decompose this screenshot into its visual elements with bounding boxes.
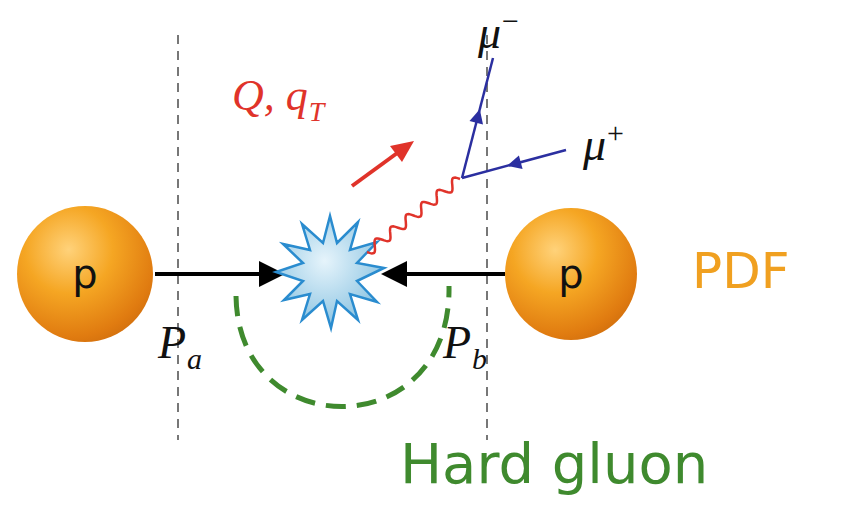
photon-line [367,178,460,254]
arrow-head [470,109,484,124]
particle-label: p [558,254,583,294]
proton-sphere: p [17,206,153,342]
charge-sign: + [607,118,624,148]
muon-line [462,58,493,178]
muon-symbol: μ [583,122,606,168]
kinematics-label: Q, q [232,74,308,118]
cut-line [177,35,179,440]
particle-label: p [72,254,97,294]
subscript: b [472,344,487,374]
pdf-label: PDF [692,246,789,296]
gluon-label: Hard gluon [400,436,708,492]
subscript: T [309,98,325,126]
interaction-blob [276,216,384,328]
beam-arrow [155,272,262,276]
momentum-label: P [443,320,471,366]
muon-symbol: μ [478,10,501,56]
cut-line [486,35,488,440]
charge-sign: − [502,6,519,36]
arrow-head [507,155,522,169]
arrow-head [390,141,414,162]
momentum-label: P [158,320,186,366]
muon-line [462,150,566,178]
subscript: a [187,344,202,374]
momentum-arrow [352,151,400,186]
arrow-head [381,261,407,287]
proton-sphere: p [505,208,637,340]
beam-arrow [404,272,505,276]
